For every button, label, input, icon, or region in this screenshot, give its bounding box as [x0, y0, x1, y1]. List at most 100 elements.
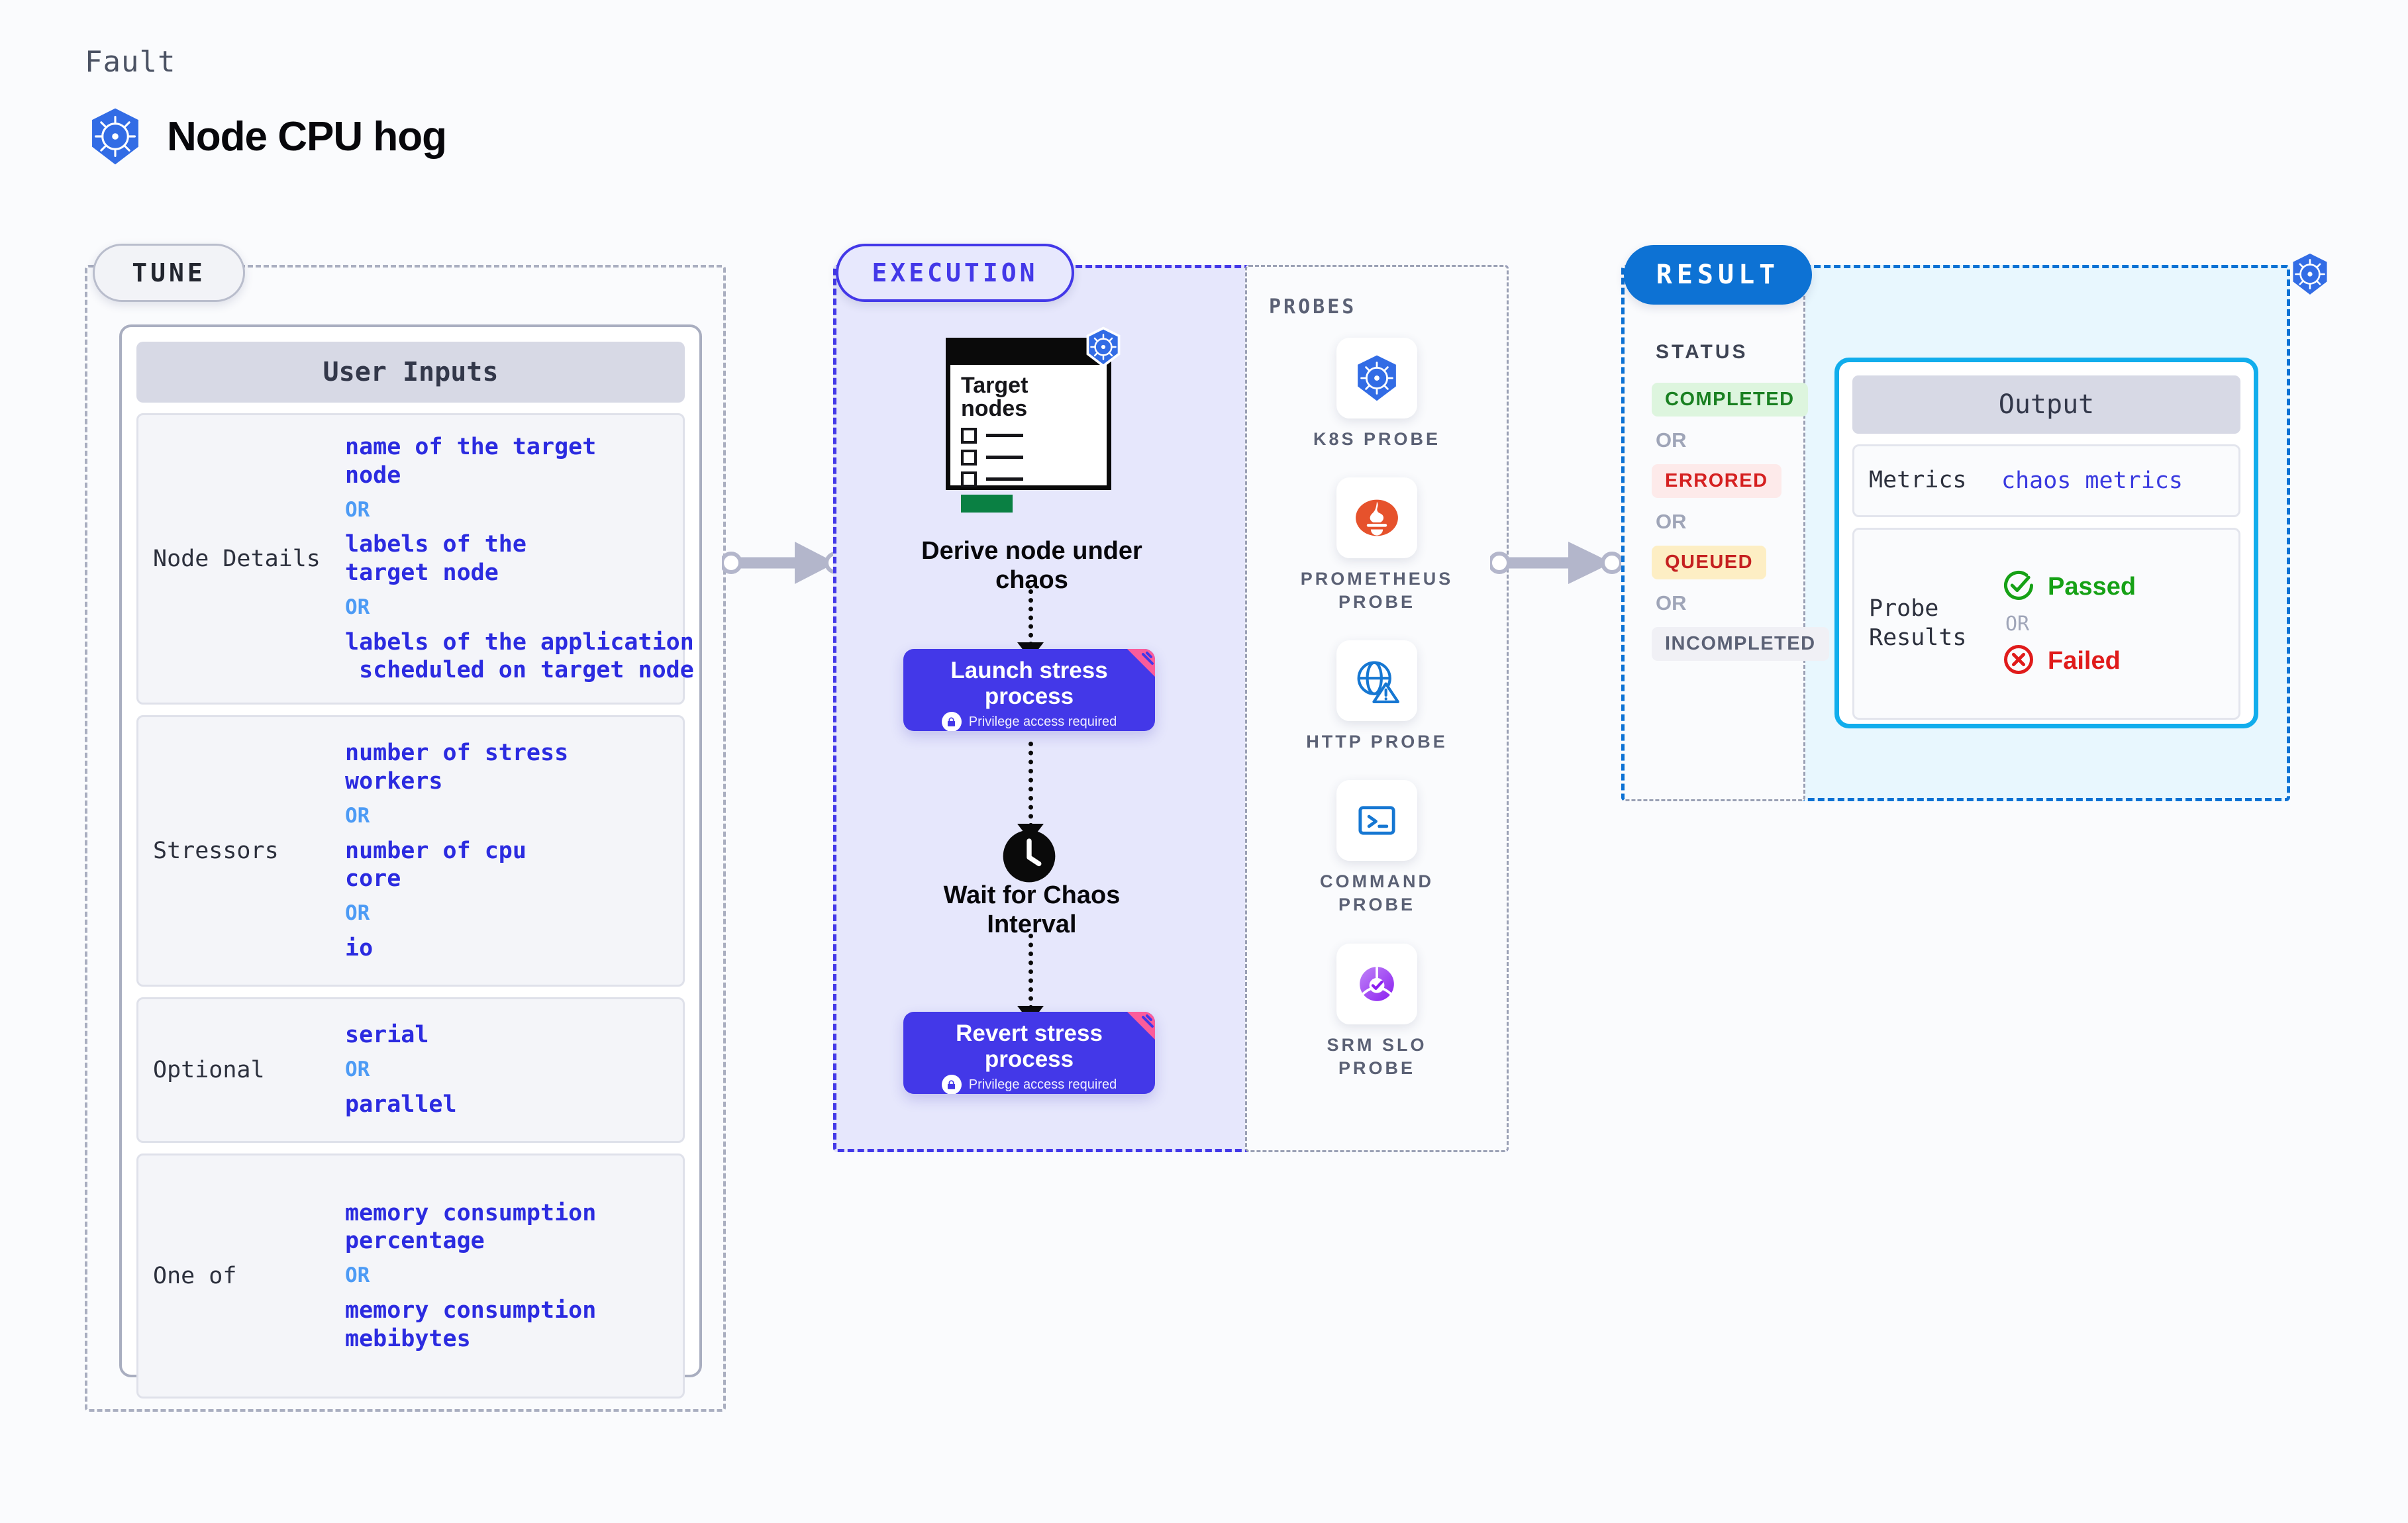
kubernetes-icon [1083, 326, 1124, 368]
tune-row-optional: Optional serial OR parallel [136, 997, 685, 1143]
value-text: labels of the target node [345, 531, 527, 586]
probe-label: COMMAND PROBE [1320, 871, 1434, 915]
status-badge-errored: ERRORED [1652, 464, 1781, 498]
tune-row-stressors: Stressors number of stress workers OR nu… [136, 715, 685, 987]
probe-label: K8S PROBE [1313, 429, 1441, 449]
or-separator: OR [345, 595, 370, 619]
tune-row-node-details: Node Details name of the target node OR … [136, 413, 694, 705]
value-text: name of the target node [345, 434, 597, 489]
execution-tag: EXECUTION [836, 244, 1074, 302]
target-nodes-title: Target nodes [961, 373, 1028, 422]
probe-label: SRM SLO PROBE [1327, 1034, 1427, 1078]
row-label: Metrics [1869, 467, 1967, 494]
process-title: Launch stress process [950, 658, 1108, 709]
or-separator: OR [1656, 428, 1687, 452]
process-subtitle: Privilege access required [968, 714, 1117, 729]
fault-label: Fault [85, 45, 176, 79]
probe-item-prometheus[interactable]: PROMETHEUS PROBE [1278, 477, 1476, 614]
output-card: Output Metrics chaos metrics Probe Resul… [1834, 358, 2258, 728]
kubernetes-icon [1336, 338, 1417, 418]
or-separator: OR [2005, 612, 2030, 636]
lock-icon [941, 712, 962, 731]
x-circle-icon [2001, 642, 2036, 680]
row-label: Optional [153, 1057, 265, 1083]
probes-title: PROBES [1269, 295, 1357, 319]
flow-line [1028, 934, 1033, 1010]
probe-item-command[interactable]: COMMAND PROBE [1278, 780, 1476, 916]
passed-label: Passed [2048, 572, 2136, 601]
status-badge-queued: QUEUED [1652, 546, 1767, 579]
process-box-revert-stress: Revert stress process Privilege access r… [903, 1012, 1155, 1094]
or-separator: OR [345, 1057, 370, 1082]
probe-item-http[interactable]: HTTP PROBE [1278, 640, 1476, 754]
line-placeholder [986, 456, 1023, 460]
failed-label: Failed [2048, 646, 2121, 675]
check-circle-icon [2001, 568, 2036, 606]
user-inputs-title: User Inputs [136, 342, 685, 403]
process-title: Revert stress process [956, 1020, 1103, 1072]
value-text: io [345, 934, 374, 961]
metrics-value: chaos metrics [2001, 467, 2183, 494]
kubernetes-icon [85, 106, 146, 167]
line-placeholder [986, 477, 1023, 481]
result-tag: RESULT [1624, 245, 1812, 305]
tune-region [85, 265, 726, 1412]
target-nodes-list [961, 427, 1107, 487]
or-separator: OR [345, 901, 370, 926]
green-bar [961, 494, 1013, 513]
status-badge-incompleted: INCOMPLETED [1652, 627, 1829, 661]
probe-result-passed: Passed [2001, 568, 2136, 606]
or-separator: OR [345, 1263, 370, 1288]
value-text: serial [345, 1022, 429, 1049]
row-label: Stressors [153, 838, 279, 864]
list-item [961, 427, 1107, 444]
value-text: labels of the application scheduled on t… [345, 628, 694, 684]
process-subtitle: Privilege access required [968, 1077, 1117, 1092]
row-values: memory consumption percentage OR memory … [345, 1199, 596, 1353]
flow-line [1028, 742, 1033, 828]
value-text: memory consumption percentage [345, 1199, 597, 1255]
value-text: memory consumption mebibytes [345, 1297, 597, 1352]
row-label: Probe Results [1869, 595, 1967, 651]
tune-tag: TUNE [93, 244, 245, 302]
lock-icon [941, 1075, 962, 1094]
probe-item-srm-slo[interactable]: SRM SLO PROBE [1278, 943, 1476, 1080]
process-box-launch-stress: Launch stress process Privilege access r… [903, 649, 1155, 731]
step-caption-derive-node: Derive node under chaos [921, 537, 1142, 595]
value-text: parallel [345, 1091, 457, 1118]
value-text: number of cpu core [345, 837, 527, 893]
row-values: number of stress workers OR number of cp… [345, 739, 568, 962]
probe-label: HTTP PROBE [1306, 732, 1448, 752]
row-label: Node Details [153, 546, 321, 572]
kubernetes-icon [2286, 250, 2334, 298]
list-item [961, 449, 1107, 466]
status-list: COMPLETED OR ERRORED OR QUEUED OR INCOMP… [1652, 383, 1829, 661]
row-values: name of the target node OR labels of the… [345, 433, 694, 685]
or-separator: OR [1656, 510, 1687, 533]
probe-label: PROMETHEUS PROBE [1300, 569, 1454, 613]
page-title: Node CPU hog [85, 106, 447, 167]
flow-line [1028, 589, 1033, 646]
tune-row-one-of: One of memory consumption percentage OR … [136, 1154, 685, 1399]
ribbon-icon [1118, 649, 1155, 686]
ribbon-icon [1118, 1012, 1155, 1049]
globe-warning-icon [1336, 640, 1417, 722]
checkbox-icon [961, 449, 977, 466]
prometheus-icon [1336, 477, 1417, 559]
result-status-region [1621, 265, 1805, 801]
status-badge-completed: COMPLETED [1652, 383, 1808, 417]
probe-item-k8s[interactable]: K8S PROBE [1278, 338, 1476, 451]
output-row-metrics: Metrics chaos metrics [1852, 444, 2240, 517]
or-separator: OR [1656, 591, 1687, 614]
slo-donut-icon [1336, 943, 1417, 1024]
user-inputs-card: User Inputs Node Details name of the tar… [119, 324, 702, 1399]
row-label: One of [153, 1263, 237, 1289]
row-values: serial OR parallel [345, 1021, 457, 1118]
line-placeholder [986, 434, 1023, 438]
terminal-icon [1336, 780, 1417, 861]
clock-icon [1002, 829, 1056, 883]
connector-execution-to-result [1490, 523, 1630, 603]
checkbox-icon [961, 427, 977, 444]
output-title: Output [1852, 375, 2240, 434]
